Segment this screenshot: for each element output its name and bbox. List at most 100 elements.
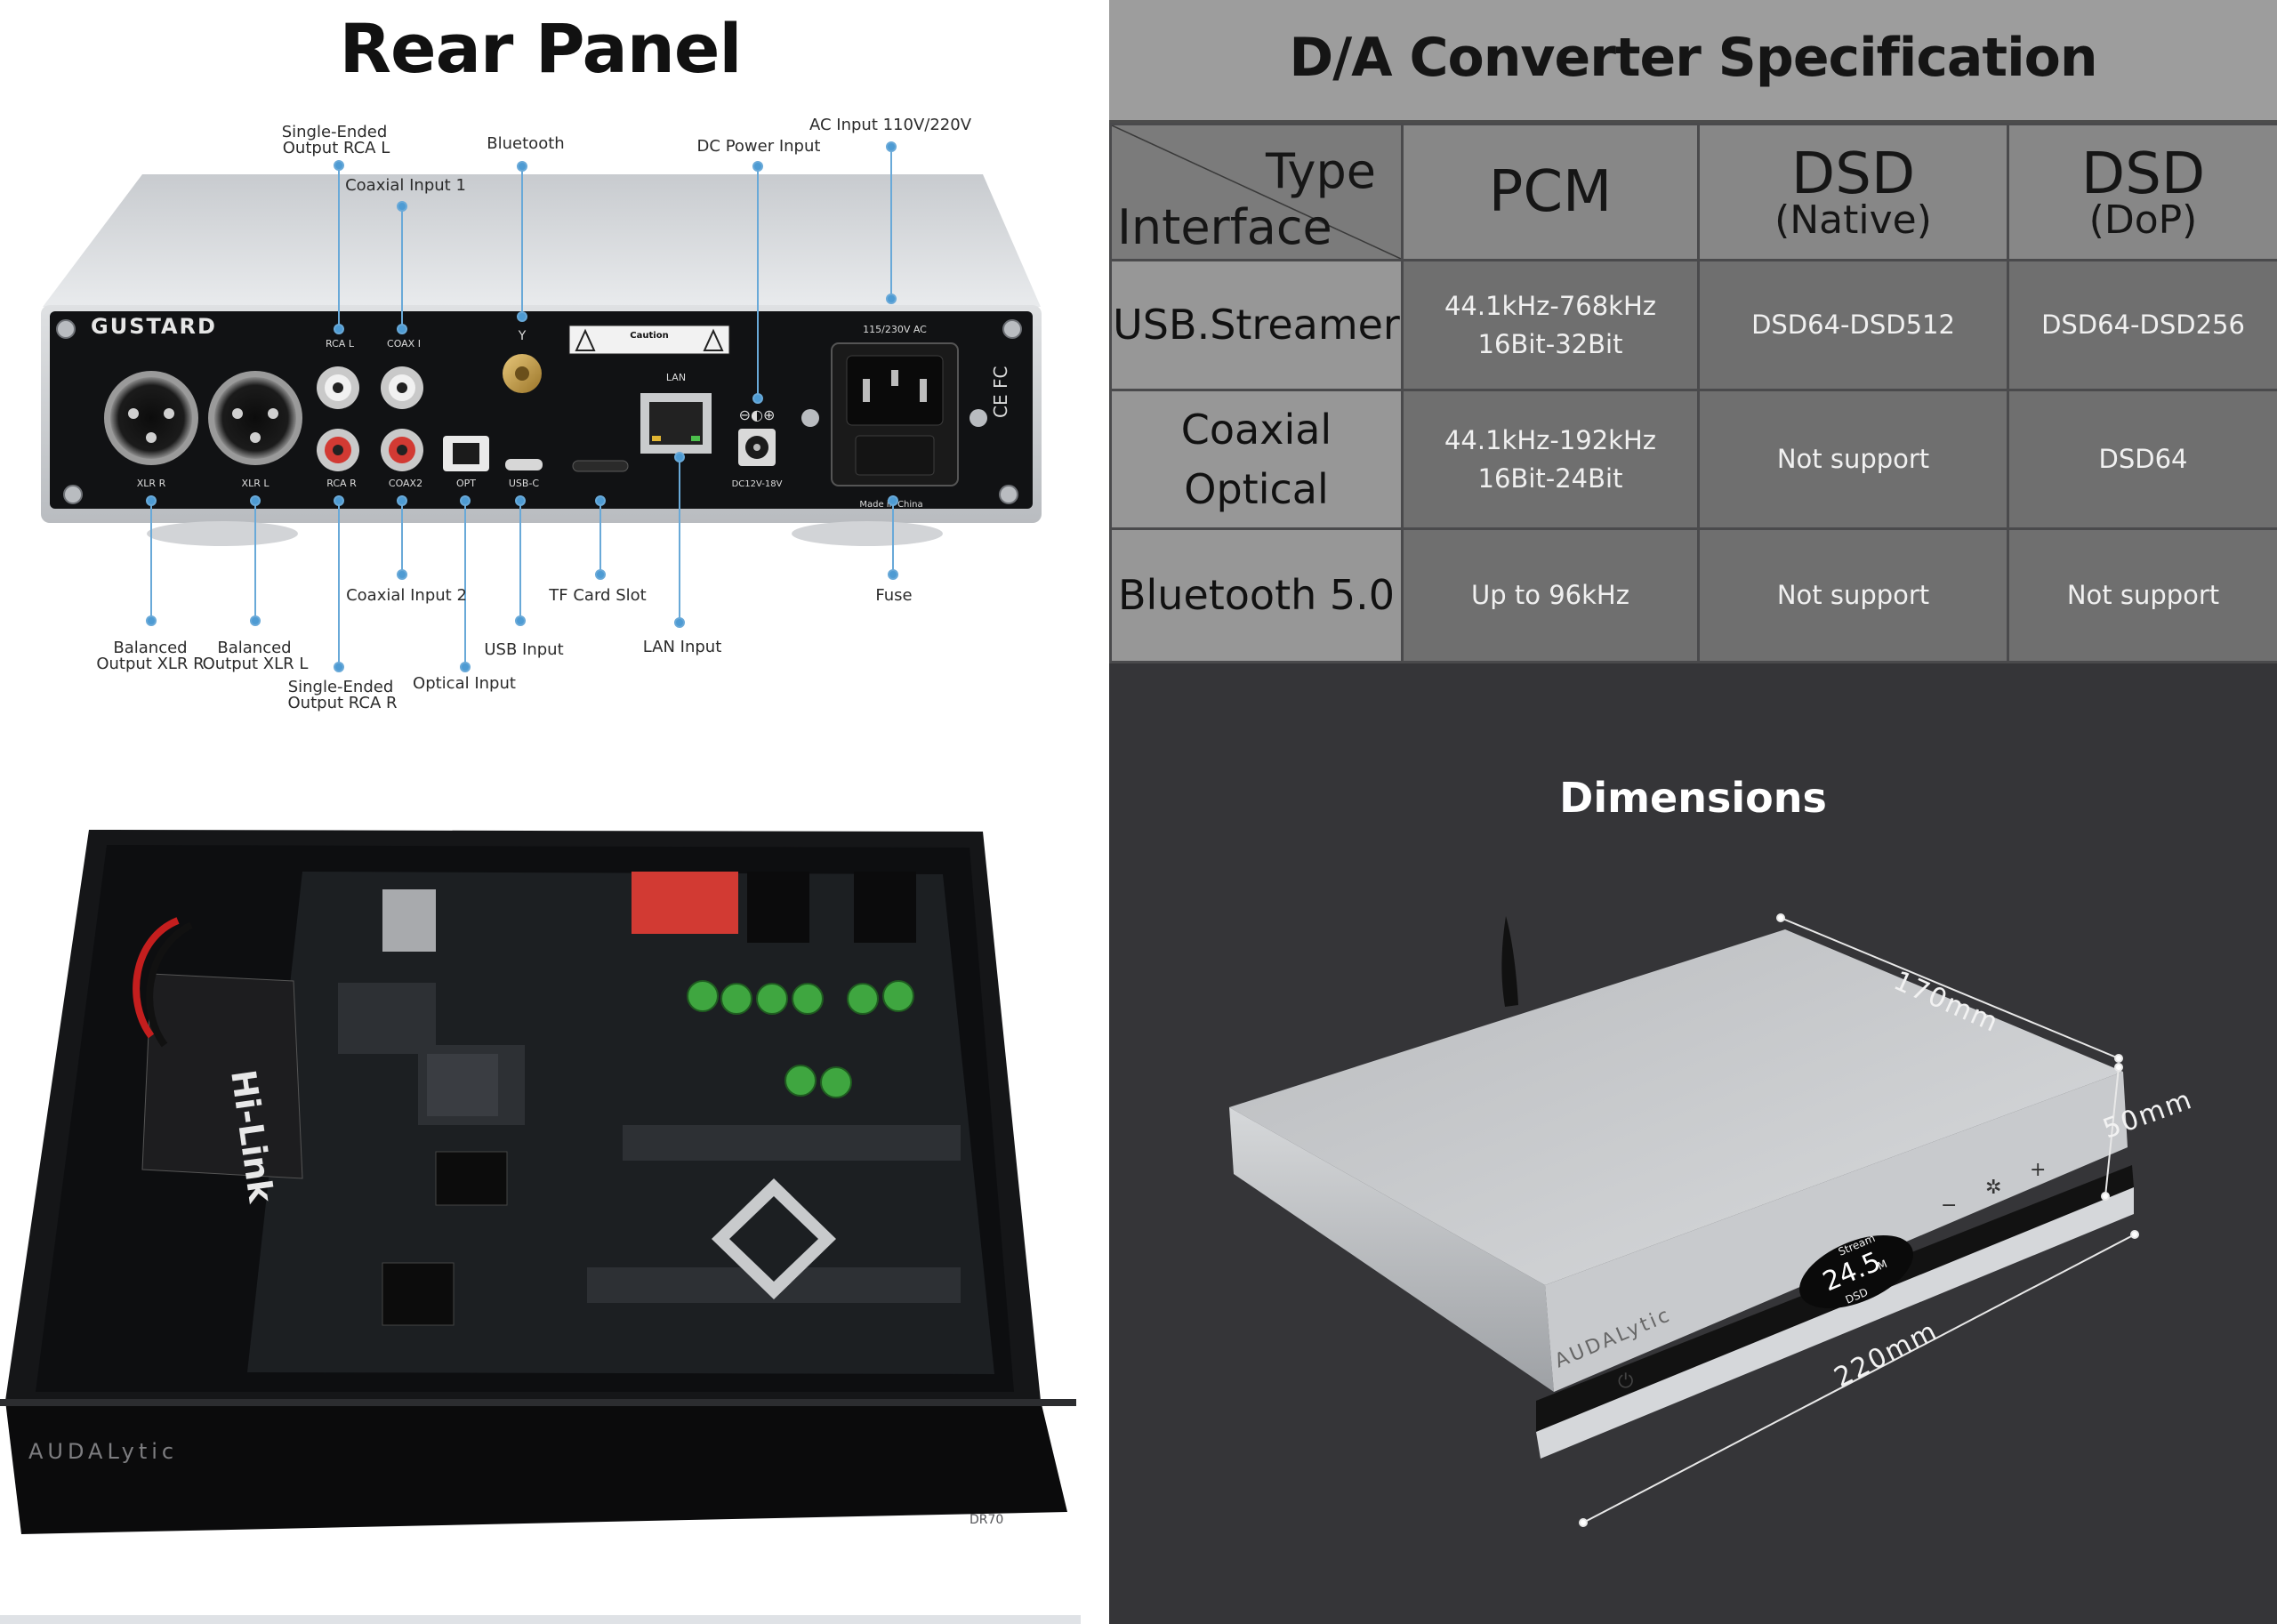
callout-lan-input: LAN Input — [643, 638, 722, 656]
cell-dsd-dop: DSD64-DSD256 — [2007, 259, 2277, 391]
spec-corner-cell: Type Interface — [1109, 123, 1404, 261]
callout-balanced-xlr-l: Balanced — [217, 639, 291, 657]
screw — [999, 485, 1018, 504]
left-column: Rear Panel — [0, 0, 1109, 1624]
row-label-bluetooth: Bluetooth 5.0 — [1109, 527, 1404, 663]
panel-label-xlr-l: XLR L — [242, 478, 270, 489]
cell-dsd-native: DSD64-DSD512 — [1697, 259, 2009, 391]
capacitor — [847, 983, 879, 1015]
rca-r-connector — [317, 429, 359, 471]
spec-title: D/A Converter Specification — [1289, 27, 2097, 89]
cell-dsd-native: Not support — [1697, 527, 2009, 663]
bluetooth-antenna-connector — [503, 354, 542, 393]
dc-power-jack — [738, 429, 776, 466]
usbc-connector — [505, 459, 543, 470]
capacitor — [687, 980, 719, 1012]
panel-label-lan: LAN — [666, 372, 686, 383]
gear-icon: ✲ — [1985, 1177, 2001, 1199]
minus-icon: − — [1941, 1194, 1957, 1217]
capacitor — [820, 1066, 852, 1098]
cell-dsd-dop: DSD64 — [2007, 389, 2277, 530]
front-face — [5, 1401, 1067, 1534]
col-header-dsd-native: DSD(Native) — [1697, 123, 2009, 261]
callout-fuse: Fuse — [875, 586, 912, 605]
panel-label-coax1: COAX I — [387, 338, 421, 350]
panel-label-opt: OPT — [456, 478, 476, 489]
callout-bluetooth: Bluetooth — [487, 134, 564, 153]
plus-icon: + — [2030, 1159, 2046, 1181]
row-label-usb-streamer: USB.Streamer — [1109, 259, 1404, 391]
cell-pcm: Up to 96kHz — [1401, 527, 1700, 663]
dimensions-title: Dimensions — [1559, 774, 1827, 822]
xlr-l-connector — [208, 371, 302, 465]
col-header-pcm: PCM — [1401, 123, 1700, 261]
dc-polarity-symbol: ⊖◐⊕ — [739, 406, 776, 423]
panel-label-usbc: USB-C — [509, 478, 540, 489]
red-terminal — [632, 872, 738, 934]
capacitor — [792, 983, 824, 1015]
row-label-coaxial-optical: Coaxial Optical — [1109, 389, 1404, 530]
brand-logo: GUSTARD — [91, 314, 217, 339]
svg-text:Caution: Caution — [630, 331, 668, 341]
front-display — [1799, 1234, 1913, 1309]
capacitor — [720, 983, 752, 1015]
coax1-connector — [381, 366, 423, 409]
callout-usb-input: USB Input — [484, 640, 563, 659]
cell-dsd-dop: Not support — [2007, 527, 2277, 663]
corner-interface-label: Interface — [1117, 199, 1332, 255]
bottom-divider — [0, 1615, 1081, 1624]
rear-panel-figure: GUSTARD XLR R XLR L RCA L COAX I RCA R C… — [41, 116, 1042, 712]
spec-header-row: Type Interface PCM DSD(Native) DSD(DoP) — [1109, 123, 2277, 261]
spec-header-band: D/A Converter Specification — [1109, 0, 2277, 123]
callout-ac-input: AC Input 110V/220V — [809, 116, 972, 134]
rear-panel-title: Rear Panel — [339, 9, 743, 88]
callout-single-ended-rca-r-2: Output RCA R — [288, 694, 398, 712]
spec-table: Type Interface PCM DSD(Native) DSD(DoP) … — [1109, 123, 2277, 663]
corner-diagonal — [1113, 126, 1400, 258]
callout-tf-card-slot: TF Card Slot — [548, 586, 646, 605]
antenna — [1501, 916, 1518, 1007]
panel-label-coax2: COAX2 — [389, 478, 422, 489]
col-header-dsd-dop: DSD(DoP) — [2007, 123, 2277, 261]
screw — [56, 319, 76, 339]
corner-type-label: Type — [1265, 143, 1376, 199]
caution-label — [568, 325, 730, 355]
callout-single-ended-rca-l-2: Output RCA L — [283, 139, 390, 157]
capacitor — [756, 983, 788, 1015]
callout-single-ended-rca-l: Single-Ended — [282, 123, 388, 141]
rear-panel-plate — [50, 311, 1033, 509]
device-top — [1229, 929, 2123, 1285]
right-column: D/A Converter Specification Type Interfa… — [1109, 0, 2277, 1624]
chassis-top — [43, 174, 1041, 307]
ce-fcc-marks: CE FC — [990, 366, 1011, 418]
table-row: Bluetooth 5.0 Up to 96kHz Not support No… — [1109, 527, 2277, 663]
tf-card-slot — [572, 460, 629, 472]
bluetooth-symbol: Y — [518, 329, 527, 343]
xlr-sockets — [747, 872, 916, 943]
foot-right — [792, 521, 943, 546]
coax2-connector — [381, 429, 423, 471]
dimensions-figure: Stream 24.5 M DSD AUDALytic ⏻ − ✲ + 170m… — [1229, 913, 2197, 1527]
panel-label-rca-r: RCA R — [326, 478, 357, 489]
callout-balanced-xlr-r: Balanced — [113, 639, 187, 657]
foot-left — [147, 521, 298, 546]
rca-l-connector — [317, 366, 359, 409]
front-brand: AUDALytic — [28, 1439, 178, 1464]
device-front — [1545, 1072, 2128, 1392]
capacitor — [882, 980, 914, 1012]
callout-coaxial-input-1: Coaxial Input 1 — [345, 176, 466, 195]
screw — [1002, 319, 1022, 339]
callout-single-ended-rca-r: Single-Ended — [288, 678, 394, 696]
front-lower — [1536, 1187, 2134, 1459]
callout-coaxial-input-2: Coaxial Input 2 — [346, 586, 467, 605]
device-side — [1229, 1107, 1554, 1392]
svg-text:M: M — [1876, 1258, 1889, 1273]
lan-connector — [640, 393, 712, 454]
callout-balanced-xlr-r-2: Output XLR R — [96, 655, 204, 673]
cell-dsd-native: Not support — [1697, 389, 2009, 530]
panel-label-ac: 115/230V AC — [863, 324, 927, 335]
